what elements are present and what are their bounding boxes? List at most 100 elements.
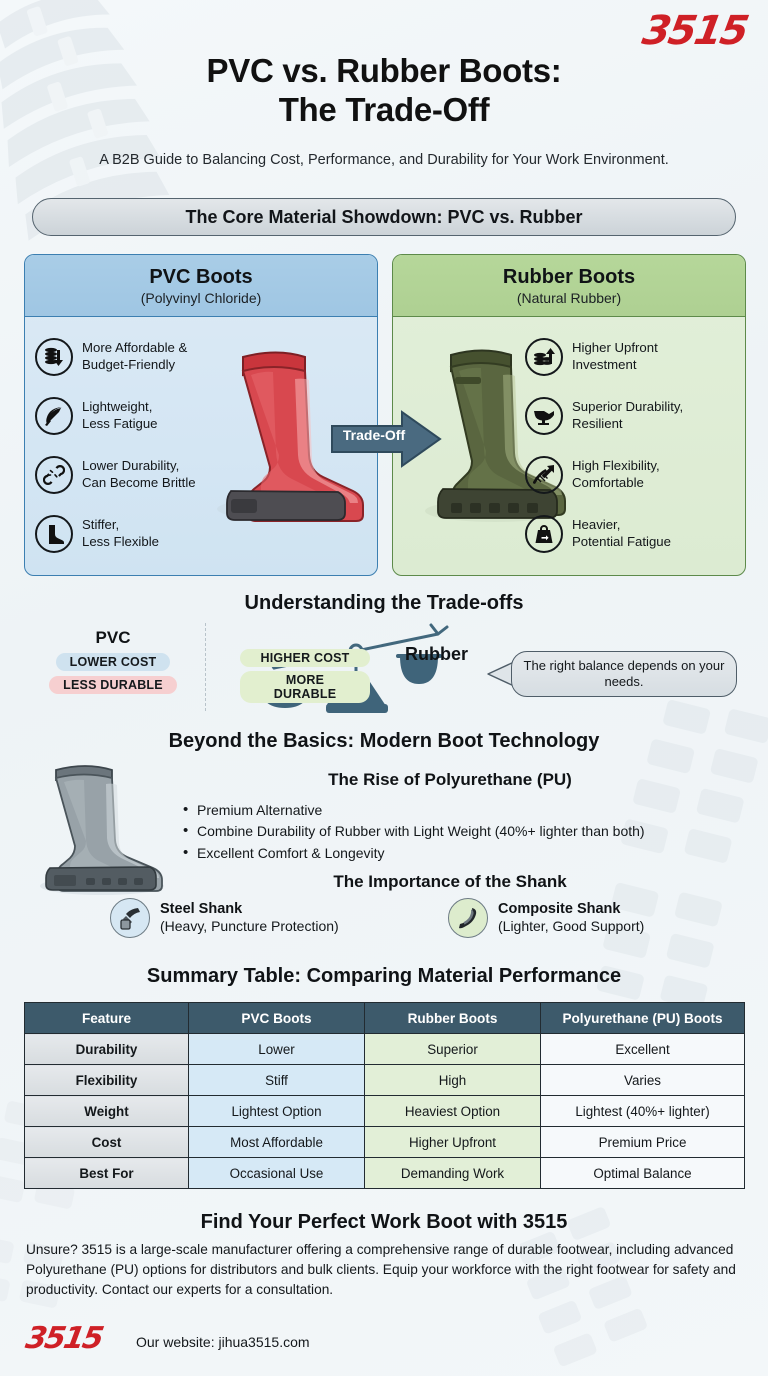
brand-logo-bottom: 3515 — [23, 1321, 105, 1356]
feature-text: Stiffer,Less Flexible — [82, 517, 159, 549]
shank-item-steel: Steel Shank (Heavy, Puncture Protection) — [110, 898, 339, 938]
shank-text: Composite Shank (Lighter, Good Support) — [498, 900, 644, 936]
table-row: Best For Occasional Use Demanding Work O… — [24, 1157, 745, 1189]
column-header-feature: Feature — [24, 1002, 189, 1034]
anvil-icon — [525, 396, 563, 435]
chip-lower-cost: LOWER COST — [55, 653, 171, 671]
panel-rubber-header: Rubber Boots (Natural Rubber) — [393, 255, 745, 317]
shank-name: Steel Shank — [160, 900, 243, 917]
cell-rubber: Higher Upfront — [364, 1126, 541, 1158]
table-header-row: Feature PVC Boots Rubber Boots Polyureth… — [24, 1002, 745, 1034]
cell-feature: Flexibility — [24, 1064, 189, 1096]
boot-icon — [35, 514, 73, 553]
list-item: Premium Alternative — [183, 799, 645, 822]
cell-pu: Excellent — [540, 1033, 745, 1065]
chip-higher-cost: HIGHER COST — [240, 649, 370, 667]
chip-less-durable: LESS DURABLE — [49, 676, 177, 694]
coins-up-icon — [525, 337, 563, 376]
summary-table: Feature PVC Boots Rubber Boots Polyureth… — [24, 1002, 745, 1189]
feature-item: Heavier,Potential Fatigue — [525, 504, 737, 563]
website-text[interactable]: Our website: jihua3515.com — [136, 1334, 310, 1350]
footer-heading: Find Your Perfect Work Boot with 3515 — [200, 1211, 568, 1233]
table-row: Weight Lightest Option Heaviest Option L… — [24, 1095, 745, 1127]
panel-pvc: PVC Boots (Polyvinyl Chloride) — [24, 254, 378, 576]
feature-text: Superior Durability,Resilient — [572, 399, 684, 431]
tradeoff-pvc-column: PVC LOWER COST LESS DURABLE — [38, 628, 188, 694]
cell-pvc: Lower — [188, 1033, 365, 1065]
cell-pu: Premium Price — [540, 1126, 745, 1158]
heading-importance-of-shank: The Importance of the Shank — [333, 872, 567, 891]
cell-rubber: Demanding Work — [364, 1157, 541, 1189]
cell-pvc: Most Affordable — [188, 1126, 365, 1158]
tradeoff-pvc-label: PVC — [95, 628, 131, 647]
heading-rise-of-pu: The Rise of Polyurethane (PU) — [328, 770, 572, 789]
cell-rubber: Heaviest Option — [364, 1095, 541, 1127]
shank-desc: (Heavy, Puncture Protection) — [160, 918, 339, 935]
cell-pu: Varies — [540, 1064, 745, 1096]
shank-text: Steel Shank (Heavy, Puncture Protection) — [160, 900, 339, 936]
flex-arrow-icon — [525, 455, 563, 494]
cell-feature: Cost — [24, 1126, 189, 1158]
cell-pu: Optimal Balance — [540, 1157, 745, 1189]
panel-rubber-subtitle: (Natural Rubber) — [516, 289, 622, 306]
column-header-rubber: Rubber Boots — [364, 1002, 541, 1034]
balance-callout: The right balance depends on your needs. — [511, 651, 737, 697]
steel-shank-icon — [110, 898, 150, 938]
feature-text: High Flexibility,Comfortable — [572, 458, 660, 490]
page-title-line2: The Trade-Off — [278, 90, 490, 128]
section-heading-beyond: Beyond the Basics: Modern Boot Technolog… — [168, 730, 600, 752]
tradeoff-rubber-label: Rubber — [405, 644, 468, 664]
feature-item: Superior Durability,Resilient — [525, 386, 737, 445]
feature-item: Lightweight,Less Fatigue — [35, 386, 245, 445]
composite-shank-icon — [448, 898, 488, 938]
footer-body-text: Unsure? 3515 is a large-scale manufactur… — [26, 1242, 736, 1297]
cell-feature: Best For — [24, 1157, 189, 1189]
section-heading-summary: Summary Table: Comparing Material Perfor… — [146, 965, 622, 987]
page-subtitle: A B2B Guide to Balancing Cost, Performan… — [99, 152, 669, 168]
weight-icon — [525, 514, 563, 553]
shank-item-composite: Composite Shank (Lighter, Good Support) — [448, 898, 644, 938]
feature-text: Heavier,Potential Fatigue — [572, 517, 671, 549]
feature-text: Lower Durability,Can Become Brittle — [82, 458, 196, 490]
shank-desc: (Lighter, Good Support) — [498, 918, 645, 935]
feature-text: More Affordable &Budget-Friendly — [82, 340, 188, 372]
panel-rubber-title: Rubber Boots — [502, 265, 636, 288]
cell-pu: Lightest (40%+ lighter) — [540, 1095, 745, 1127]
broken-chain-icon — [35, 455, 73, 494]
chip-more-durable: MORE DURABLE — [240, 671, 370, 703]
cell-pvc: Stiff — [188, 1064, 365, 1096]
pu-bullet-list: Premium Alternative Combine Durability o… — [183, 799, 645, 865]
panel-rubber: Rubber Boots (Natural Rubber) — [392, 254, 746, 576]
feather-icon — [35, 396, 73, 435]
cell-rubber: Superior — [364, 1033, 541, 1065]
table-row: Flexibility Stiff High Varies — [24, 1064, 745, 1096]
feature-item: Lower Durability,Can Become Brittle — [35, 445, 245, 504]
rubber-boot-illustration — [415, 339, 585, 534]
panel-pvc-feature-list: More Affordable &Budget-Friendly Lightwe… — [35, 327, 245, 563]
page-title: PVC vs. Rubber Boots: The Trade-Off — [0, 52, 768, 130]
coins-down-icon — [35, 337, 73, 376]
panel-pvc-header: PVC Boots (Polyvinyl Chloride) — [25, 255, 377, 317]
section-heading-tradeoffs: Understanding the Trade-offs — [244, 592, 524, 614]
cell-rubber: High — [364, 1064, 541, 1096]
column-header-pvc: PVC Boots — [188, 1002, 365, 1034]
pu-boot-illustration — [30, 758, 175, 903]
cell-pvc: Occasional Use — [188, 1157, 365, 1189]
callout-tail — [486, 660, 516, 695]
list-item: Combine Durability of Rubber with Light … — [183, 820, 645, 843]
tradeoff-rubber-chips: HIGHER COST MORE DURABLE — [240, 649, 370, 707]
pvc-boot-illustration — [197, 339, 367, 534]
tradeoff-arrow-label: Trade-Off — [342, 427, 406, 443]
cell-feature: Durability — [24, 1033, 189, 1065]
feature-item: Stiffer,Less Flexible — [35, 504, 245, 563]
feature-item: More Affordable &Budget-Friendly — [35, 327, 245, 386]
column-header-pu: Polyurethane (PU) Boots — [540, 1002, 745, 1034]
core-showdown-banner: The Core Material Showdown: PVC vs. Rubb… — [32, 198, 736, 236]
cell-pvc: Lightest Option — [188, 1095, 365, 1127]
panel-pvc-subtitle: (Polyvinyl Chloride) — [140, 289, 262, 306]
feature-item: High Flexibility,Comfortable — [525, 445, 737, 504]
